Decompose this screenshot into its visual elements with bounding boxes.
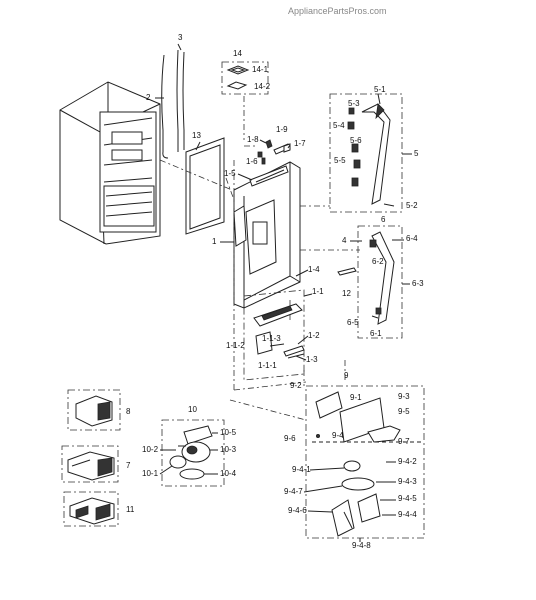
label-11: 11 — [126, 505, 135, 514]
label-6-5: 6-5 — [347, 318, 359, 327]
label-1-5: 1-5 — [224, 169, 236, 178]
label-1-2: 1-2 — [308, 331, 320, 340]
door-bin-8 — [75, 395, 113, 427]
label-1-3: 1-3 — [306, 355, 318, 364]
dispenser-cover-parts — [253, 303, 305, 359]
label-7: 7 — [126, 461, 131, 470]
label-4: 4 — [342, 236, 347, 245]
ice-chute-assembly-9 — [312, 391, 424, 537]
label-9-4-2: 9-4-2 — [398, 457, 417, 466]
label-10: 10 — [188, 405, 197, 414]
part-12-strip — [337, 267, 357, 276]
label-1-1-3: 1-1-3 — [262, 334, 281, 343]
watermark: AppliancePartsPros.com — [288, 6, 387, 16]
label-5-2: 5-2 — [406, 201, 418, 210]
label-9: 9 — [344, 371, 349, 380]
door-gasket-strips — [155, 43, 185, 159]
ice-bucket-auger-10 — [169, 425, 213, 480]
label-6-1: 6-1 — [370, 329, 382, 338]
label-12: 12 — [342, 289, 351, 298]
label-1-7: 1-7 — [294, 139, 306, 148]
label-10-2: 10-2 — [142, 445, 159, 454]
label-14-1: 14-1 — [252, 65, 269, 74]
label-6-4: 6-4 — [406, 234, 418, 243]
label-9-6: 9-6 — [284, 434, 296, 443]
label-5-3: 5-3 — [348, 99, 360, 108]
label-9-4: 9-4 — [332, 431, 344, 440]
top-door-small-parts — [257, 139, 291, 165]
label-6-2: 6-2 — [372, 257, 384, 266]
label-5-5: 5-5 — [334, 156, 346, 165]
label-9-7: 9-7 — [398, 437, 410, 446]
label-10-4: 10-4 — [220, 469, 237, 478]
label-2: 2 — [146, 93, 151, 102]
label-1-1-1: 1-1-1 — [258, 361, 277, 370]
label-1-9: 1-9 — [276, 125, 288, 134]
label-9-5: 9-5 — [398, 407, 410, 416]
label-9-4-6: 9-4-6 — [288, 506, 307, 515]
label-14: 14 — [233, 49, 242, 58]
label-14-2: 14-2 — [254, 82, 271, 91]
label-9-4-5: 9-4-5 — [398, 494, 417, 503]
label-5-1: 5-1 — [374, 85, 386, 94]
label-1-4: 1-4 — [308, 265, 320, 274]
label-1-1: 1-1 — [312, 287, 324, 296]
label-6: 6 — [381, 215, 386, 224]
label-10-1: 10-1 — [142, 469, 159, 478]
label-1-1-2: 1-1-2 — [226, 341, 245, 350]
label-9-4-4: 9-4-4 — [398, 510, 417, 519]
label-5-4: 5-4 — [333, 121, 345, 130]
door-handle-5 — [347, 103, 395, 207]
fridge-door-assembly — [233, 161, 301, 309]
hinge-cover-parts — [226, 65, 250, 90]
cabinet-drawing — [59, 81, 161, 245]
label-1-8: 1-8 — [247, 135, 259, 144]
label-9-4-8: 9-4-8 — [352, 541, 371, 550]
label-9-4-3: 9-4-3 — [398, 477, 417, 486]
label-13: 13 — [192, 131, 201, 140]
label-10-5: 10-5 — [220, 428, 237, 437]
door-bin-7 — [67, 451, 115, 481]
label-9-4-7: 9-4-7 — [284, 487, 303, 496]
label-5-6: 5-6 — [350, 136, 362, 145]
label-9-3: 9-3 — [398, 392, 410, 401]
label-1-6: 1-6 — [246, 157, 258, 166]
door-gasket-13 — [185, 137, 225, 235]
door-handle-6 — [369, 231, 395, 325]
label-10-3: 10-3 — [220, 445, 237, 454]
label-6-3: 6-3 — [412, 279, 424, 288]
label-9-1: 9-1 — [350, 393, 362, 402]
label-9-2: 9-2 — [290, 381, 302, 390]
door-bin-11 — [69, 497, 115, 525]
label-1: 1 — [212, 237, 217, 246]
label-9-4-1: 9-4-1 — [292, 465, 311, 474]
label-8: 8 — [126, 407, 131, 416]
label-5: 5 — [414, 149, 419, 158]
label-3: 3 — [178, 33, 183, 42]
